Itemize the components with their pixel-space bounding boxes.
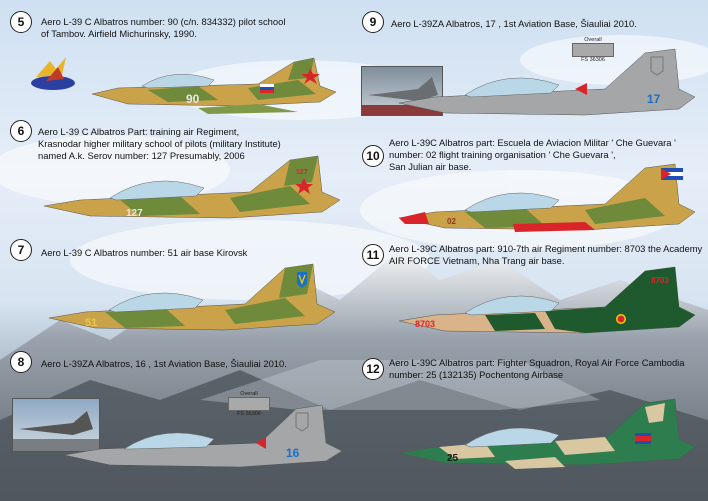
aircraft-11-profile: 8703 8703 [395, 255, 700, 340]
entry-number-10: 10 [362, 145, 384, 167]
side-number: 16 [286, 446, 300, 460]
entry-12-caption: Aero L-39C Albatros part: Fighter Squadr… [389, 357, 685, 380]
entry-number-7: 7 [10, 239, 32, 261]
entry-number-12: 12 [362, 358, 384, 380]
entry-number-5: 5 [10, 11, 32, 33]
tail-number: 127 [296, 169, 308, 176]
aircraft-9-profile: 17 [395, 35, 700, 123]
entry-6-caption: Aero L-39 C Albatros Part: training air … [38, 126, 281, 161]
entry-8-caption: Aero L-39ZA Albatros, 16 , 1st Aviation … [41, 358, 287, 369]
aircraft-5-profile: 90 [88, 50, 348, 118]
entry-7-caption: Aero L-39 C Albatros number: 51 air base… [41, 247, 248, 258]
aircraft-7-profile: 51 [45, 250, 345, 340]
aircraft-6-profile: 127 127 [40, 140, 350, 230]
photo-inset-8 [12, 398, 100, 452]
aircraft-12-profile: 25 [395, 385, 700, 473]
overall-swatch-9: Overall FS 36306 [572, 37, 614, 63]
entry-5-caption: Aero L-39 C Albatros number: 90 (c/n. 83… [41, 16, 286, 39]
color-swatch [572, 43, 614, 57]
color-swatch [228, 397, 270, 411]
side-number: 90 [186, 92, 200, 106]
entry-number-8: 8 [10, 351, 32, 373]
entry-9-caption: Aero L-39ZA Albatros, 17 , 1st Aviation … [391, 18, 637, 29]
side-number: 17 [647, 92, 661, 106]
overall-swatch-8: Overall FS 36306 [228, 391, 270, 417]
side-number: 25 [447, 453, 459, 464]
entry-number-11: 11 [362, 244, 384, 266]
aircraft-10-profile: 02 [395, 150, 700, 238]
entry-11-caption: Aero L-39C Albatros part: 910-7th air Re… [389, 243, 703, 266]
side-number: 127 [126, 208, 143, 219]
pilot-school-emblem [28, 55, 78, 98]
entry-10-caption: Aero L-39C Albatros part: Escuela de Avi… [389, 137, 676, 172]
side-number: 51 [85, 317, 97, 329]
entry-number-6: 6 [10, 120, 32, 142]
side-number: 8703 [415, 319, 435, 329]
entry-number-9: 9 [362, 11, 384, 33]
side-number: 02 [447, 217, 456, 226]
tail-number: 8703 [651, 276, 669, 285]
aircraft-8-profile: 16 [60, 395, 350, 475]
